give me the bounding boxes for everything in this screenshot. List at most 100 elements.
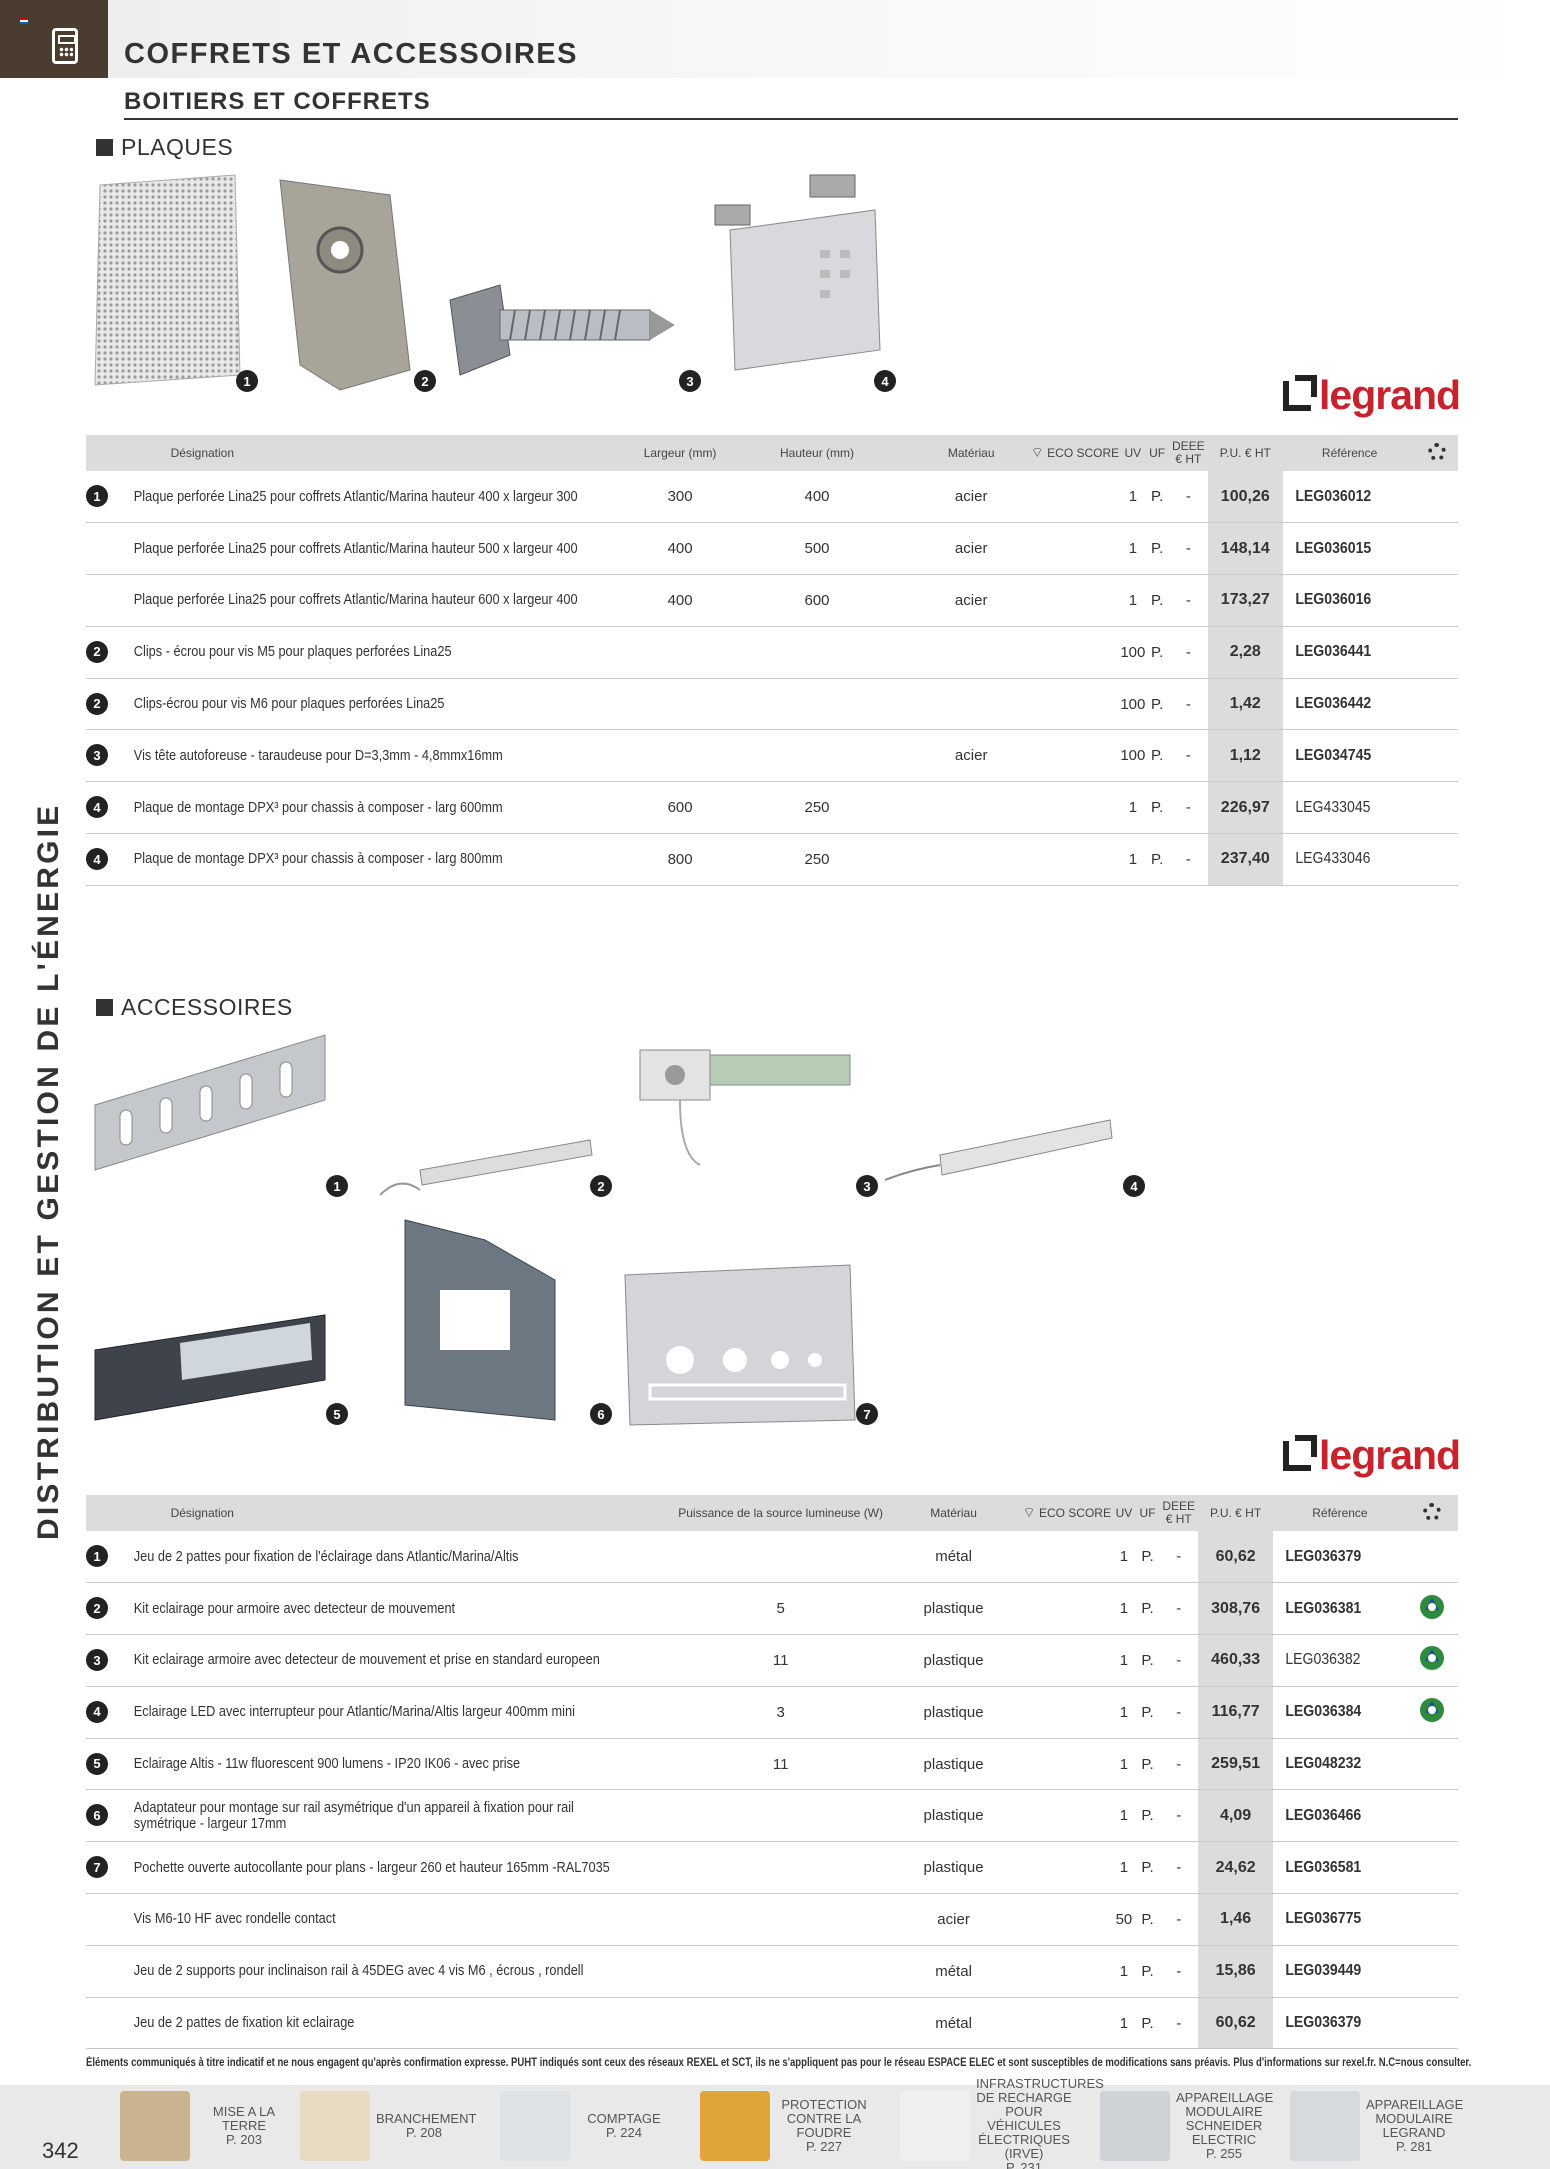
table-cell: P. <box>1145 626 1169 679</box>
row-number-cell <box>86 574 125 627</box>
table-cell <box>1021 1997 1113 2050</box>
page-number: 342 <box>42 2138 79 2163</box>
table-cell: P. <box>1145 678 1169 731</box>
row-number-cell: 1 <box>86 471 125 524</box>
table-cell: 100,26 <box>1207 471 1283 524</box>
table-cell: 1 <box>1120 522 1146 576</box>
table-cell: LEG036441 <box>1282 626 1401 679</box>
row-number-cell: 1 <box>86 1531 125 1584</box>
table-cell: 11 <box>675 1634 886 1687</box>
table-cell: LEG433045 <box>1282 781 1401 835</box>
table-cell <box>1021 1686 1113 1739</box>
table-cell: Pochette ouverte autocollante pour plans… <box>124 1841 609 1895</box>
table-cell: plastique <box>885 1582 1022 1636</box>
footer-link-page: P. 231 <box>1006 2160 1042 2169</box>
table-cell: 1,42 <box>1207 678 1283 731</box>
footer-link-page: P. 255 <box>1206 2146 1242 2161</box>
flag-icon <box>20 18 28 24</box>
footer-link-title: BRANCHEMENT <box>376 2111 477 2126</box>
row-number-cell <box>86 1893 125 1946</box>
table-cell: 100 <box>1120 729 1146 783</box>
table-cell: 1 <box>1112 1738 1136 1791</box>
row-number-cell: 2 <box>86 678 125 731</box>
footer-link-thumbnail <box>1100 2091 1170 2161</box>
row-number-badge: 4 <box>86 1700 108 1723</box>
table-cell: LEG036775 <box>1273 1893 1391 1946</box>
table-cell: P. <box>1145 574 1169 627</box>
table-cell: 250 <box>721 781 913 835</box>
table-cell <box>1021 1634 1113 1687</box>
footer-link-thumbnail <box>500 2091 570 2161</box>
table-cell: Jeu de 2 supports pour inclinaison rail … <box>124 1945 610 1998</box>
footer-link-6[interactable]: APPAREILLAGE MODULAIRE SCHNEIDER ELECTRI… <box>1100 2090 1273 2162</box>
table-cell: 800 <box>638 833 722 886</box>
photo-number-badge: 3 <box>856 1175 878 1197</box>
table-cell: 400 <box>638 574 722 627</box>
table-cell: plastique <box>885 1634 1022 1687</box>
col-header: P.U. € HT <box>1207 435 1283 471</box>
table-cell: 237,40 <box>1207 833 1283 886</box>
table-cell: P. <box>1135 1841 1160 1895</box>
photo-number-badge: 1 <box>236 370 258 392</box>
col-header: Désignation <box>124 435 639 471</box>
clip-nut-image <box>279 179 411 391</box>
table-cell <box>1029 471 1121 524</box>
table-cell: 2,28 <box>1207 626 1283 679</box>
table-cell: P. <box>1135 1582 1160 1636</box>
table-cell: 1 <box>1120 471 1146 524</box>
table-cell: plastique <box>885 1738 1022 1791</box>
table-cell: métal <box>885 1531 1022 1584</box>
table-cell: LEG036379 <box>1273 1531 1391 1584</box>
table-cell: - <box>1159 1945 1199 1998</box>
table-cell: Adaptateur pour montage sur rail asymétr… <box>124 1789 610 1843</box>
col-header: Référence <box>1273 1495 1407 1531</box>
table-cell: 1 <box>1112 1634 1136 1687</box>
row-number-cell: 6 <box>86 1789 125 1843</box>
footer-link-title: APPAREILLAGE MODULAIRE LEGRAND <box>1366 2097 1464 2140</box>
perforated-plate-image <box>94 174 241 386</box>
table-cell: LEG039449 <box>1273 1945 1391 1998</box>
footer-link-5[interactable]: INFRASTRUCTURES DE RECHARGE POUR VÉHICUL… <box>900 2077 1104 2169</box>
table-cell: LEG036581 <box>1273 1841 1391 1895</box>
table-cell: métal <box>885 1997 1022 2050</box>
table-cell: - <box>1159 1582 1199 1636</box>
page-subtitle: BOITIERS ET COFFRETS <box>124 88 431 115</box>
recycle-header-icon <box>1406 1495 1458 1531</box>
table-cell: métal <box>885 1945 1022 1998</box>
side-section-label: DISTRIBUTION ET GESTION DE L'ÉNERGIE <box>32 802 65 1540</box>
table-cell: LEG036379 <box>1273 1997 1391 2050</box>
table-cell <box>912 678 1030 731</box>
table-cell <box>1406 1893 1458 1946</box>
col-header: UF <box>1135 1495 1160 1531</box>
table-cell: - <box>1168 471 1208 524</box>
table-cell: P. <box>1145 833 1169 886</box>
section-heading-plaques: PLAQUES <box>96 134 233 161</box>
row-number-cell: 7 <box>86 1841 125 1895</box>
table-row: Plaque perforée Lina25 pour coffrets Atl… <box>86 574 1458 627</box>
row-number-badge: 7 <box>86 1856 108 1879</box>
table-cell <box>638 729 722 783</box>
page-title: COFFRETS ET ACCESSOIRES <box>124 38 578 70</box>
table-cell: acier <box>912 522 1030 576</box>
table-cell: LEG036012 <box>1282 471 1401 524</box>
table-cell: Plaque de montage DPX³ pour chassis à co… <box>124 833 578 886</box>
table-cell: P. <box>1145 522 1169 576</box>
table-cell: P. <box>1135 1686 1160 1739</box>
chapter-tab[interactable] <box>0 0 108 78</box>
row-number-cell: 3 <box>86 729 125 783</box>
row-number-cell <box>86 1945 125 1998</box>
eco-recycle-icon <box>1420 1698 1445 1723</box>
table-cell: - <box>1168 522 1208 576</box>
table-cell <box>675 1945 886 1998</box>
row-number-cell: 2 <box>86 1582 125 1636</box>
